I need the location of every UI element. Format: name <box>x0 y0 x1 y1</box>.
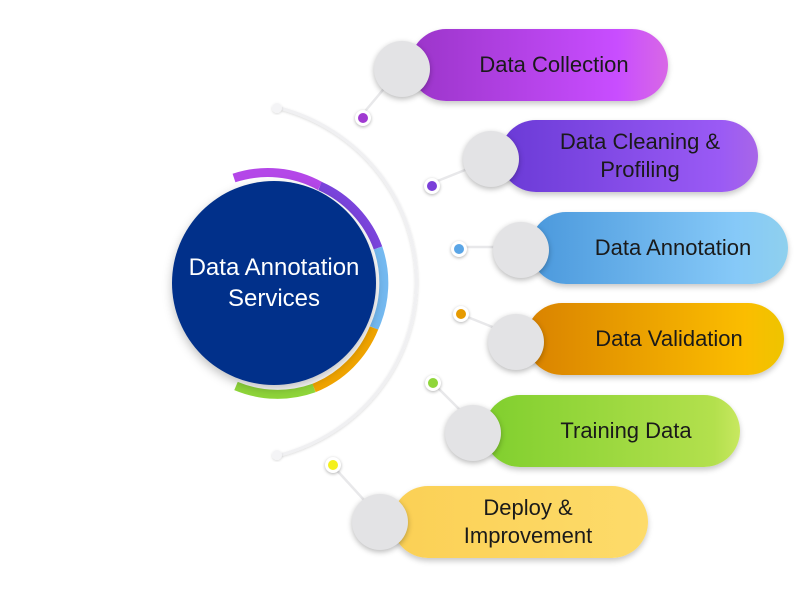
step-label: Data Annotation <box>594 235 752 260</box>
center-title-line1: Data Annotation <box>188 254 360 281</box>
guide-arc <box>279 106 418 457</box>
ring-segment-violet <box>318 181 383 250</box>
step-label: Data Validation <box>595 326 743 351</box>
ring-segment-purple <box>232 168 323 190</box>
step-5-dot-icon <box>425 375 441 391</box>
step-1-dot-icon <box>355 110 371 126</box>
ring-segment-blue <box>369 246 389 330</box>
arc-end-top <box>272 103 282 113</box>
center-title-line2: Services <box>227 285 321 312</box>
step-data-cleaning-profiling[interactable]: Data Cleaning & Profiling <box>500 120 758 192</box>
step-4-dot-icon <box>453 306 469 322</box>
arc-end-bottom <box>272 450 282 460</box>
step-data-validation[interactable]: Data Validation <box>526 303 784 375</box>
step-label-line2: Improvement <box>463 523 593 548</box>
step-5-knob-icon <box>445 405 501 461</box>
step-4-knob-icon <box>488 314 544 370</box>
step-label-line2: Profiling <box>600 157 680 182</box>
center-ring <box>232 168 389 399</box>
step-label: Data Collection <box>479 52 629 77</box>
ring-segment-orange <box>312 326 379 393</box>
step-label-line1: Data Cleaning & <box>559 129 721 154</box>
step-deploy-improvement[interactable]: Deploy & Improvement <box>392 486 648 558</box>
step-3-dot-icon <box>451 241 467 257</box>
step-2-knob-icon <box>463 131 519 187</box>
step-2-dot-icon <box>424 178 440 194</box>
center-circle: Data Annotation Services <box>172 181 376 385</box>
step-label-line1: Deploy & <box>483 495 573 520</box>
step-training-data[interactable]: Training Data <box>484 395 740 467</box>
ring-segment-green <box>234 381 316 399</box>
step-3-knob-icon <box>493 222 549 278</box>
step-label: Training Data <box>560 418 692 443</box>
step-data-collection[interactable]: Data Collection <box>410 29 668 101</box>
step-data-annotation[interactable]: Data Annotation <box>530 212 788 284</box>
step-6-knob-icon <box>352 494 408 550</box>
step-6-dot-icon <box>325 457 341 473</box>
step-1-knob-icon <box>374 41 430 97</box>
